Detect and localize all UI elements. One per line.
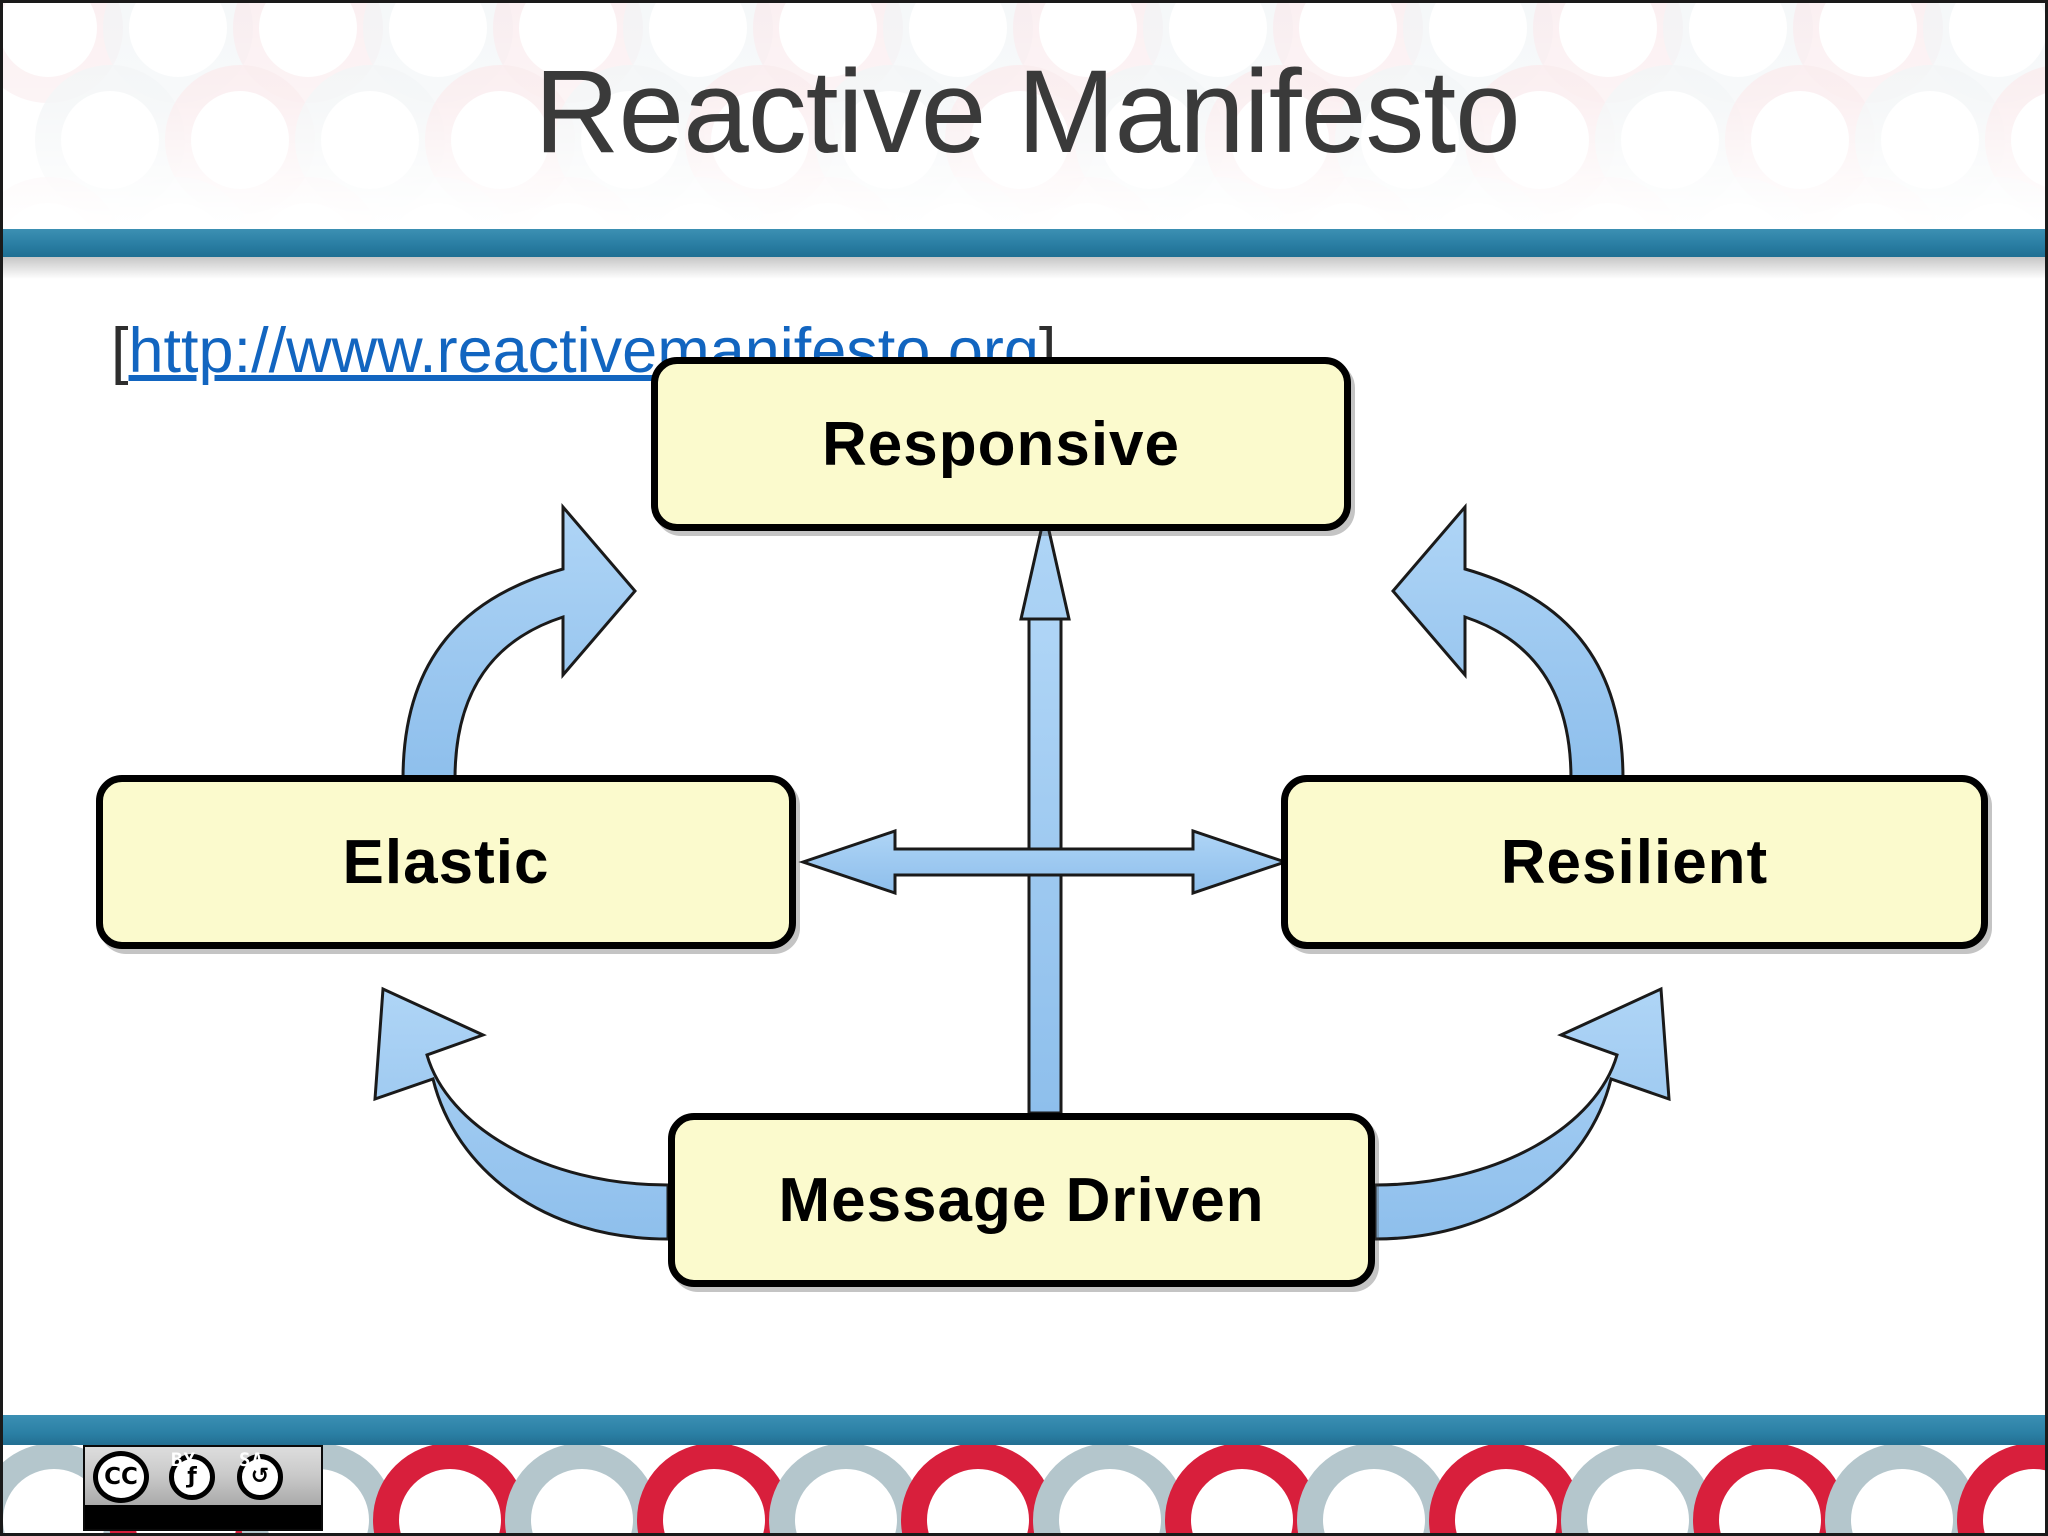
footer-band: [3, 1445, 2045, 1533]
node-elastic[interactable]: Elastic: [96, 775, 796, 949]
cc-badge-bottom: [85, 1505, 321, 1529]
cc-sa-label: SA: [239, 1449, 264, 1471]
cc-glyph: CC: [104, 1463, 138, 1490]
node-resilient-label: Resilient: [1500, 827, 1769, 897]
creative-commons-icon: CC: [93, 1451, 149, 1503]
decorative-ring: [1429, 1445, 1583, 1533]
arrow-message-to-elastic: [373, 986, 670, 1241]
diagram-arrows: [373, 502, 1671, 1241]
decorative-ring: [1165, 1445, 1319, 1533]
attribution-person-icon: ƒ: [169, 1454, 215, 1500]
node-responsive[interactable]: Responsive: [651, 357, 1351, 531]
header-divider-bar: [3, 229, 2045, 257]
decorative-ring: [901, 1445, 1055, 1533]
node-responsive-label: Responsive: [821, 409, 1181, 479]
decorative-ring: [1825, 1445, 1979, 1533]
decorative-ring: [769, 1445, 923, 1533]
cc-by-label: BY: [171, 1449, 196, 1471]
page-title: Reactive Manifesto: [534, 46, 1520, 178]
share-alike-icon: ↺: [237, 1454, 283, 1500]
slide-content: [http://www.reactivemanifesto.org]: [3, 279, 2045, 1415]
decorative-ring: [1297, 1445, 1451, 1533]
arrow-resilient-to-responsive: [1391, 502, 1625, 781]
bracket-open: [: [111, 316, 129, 386]
by-glyph: ƒ: [187, 1464, 197, 1489]
cc-license-badge[interactable]: CC ƒ ↺ BY SA: [83, 1445, 323, 1531]
node-resilient[interactable]: Resilient: [1281, 775, 1988, 949]
decorative-ring: [373, 1445, 527, 1533]
node-message-driven[interactable]: Message Driven: [668, 1113, 1375, 1287]
decorative-ring: [1033, 1445, 1187, 1533]
sa-glyph: ↺: [250, 1464, 270, 1489]
decorative-ring: [505, 1445, 659, 1533]
footer-divider-bar: [3, 1415, 2045, 1445]
arrow-elastic-to-responsive: [401, 502, 637, 781]
decorative-ring: [637, 1445, 791, 1533]
decorative-ring: [1957, 1445, 2045, 1533]
decorative-ring: [1693, 1445, 1847, 1533]
node-elastic-label: Elastic: [342, 827, 550, 897]
arrow-message-to-resilient: [1373, 986, 1671, 1241]
node-message-driven-label: Message Driven: [778, 1165, 1265, 1235]
decorative-ring: [1561, 1445, 1715, 1533]
header-divider-shadow: [3, 257, 2045, 279]
